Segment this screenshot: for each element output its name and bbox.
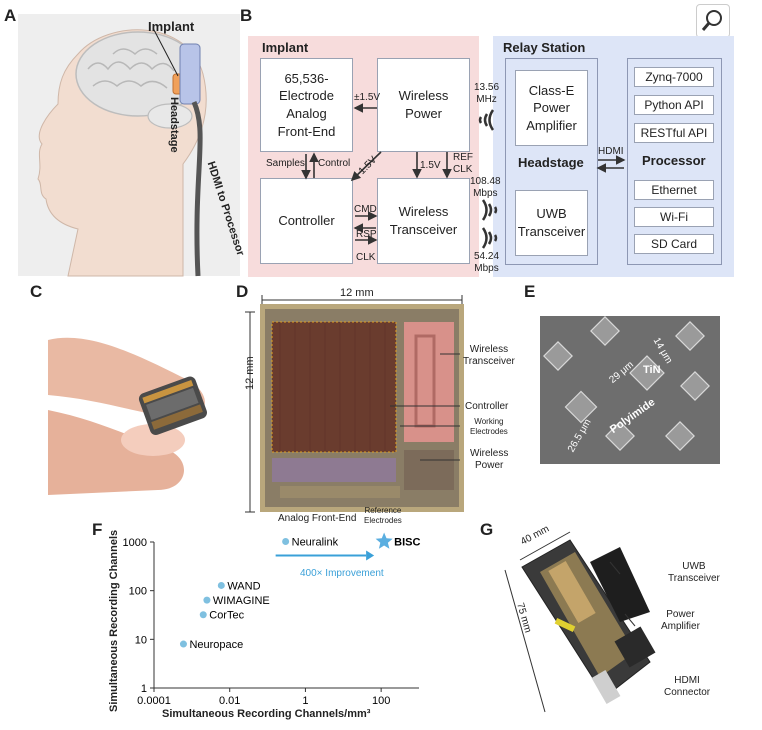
control-label: Control (318, 158, 351, 169)
point-label: BISC (394, 536, 420, 548)
chart-xlabel: Simultaneous Recording Channels/mm³ (162, 708, 371, 720)
chip-working-electrodes: Working Electrodes (470, 417, 508, 436)
proc-sd-card: SD Card (634, 234, 714, 254)
point-label: Neuralink (292, 536, 339, 548)
hdmi-arrows (596, 155, 626, 173)
improvement-arrowhead (366, 550, 375, 561)
downlink-rate: 54.24 Mbps (474, 251, 500, 274)
wireless-power-block: Wireless Power (377, 58, 470, 152)
chip-die-image (245, 295, 464, 513)
tin-label: TiN (643, 364, 661, 376)
chip-wireless-power: Wireless Power (470, 448, 509, 471)
chip-controller: Controller (465, 401, 509, 412)
proc-wifi: Wi-Fi (634, 207, 714, 227)
x-tick-label: 0.01 (219, 695, 240, 707)
implant-region-title: Implant (262, 40, 309, 55)
proc-python-api: Python API (634, 95, 714, 115)
x-tick-label: 1 (302, 695, 308, 707)
headstage-render (504, 531, 656, 713)
wireless-transceiver-block: Wireless Transceiver (377, 178, 470, 264)
v15-transceiver: 1.5V (420, 160, 441, 171)
freq-label: 13.56 MHz (474, 82, 500, 105)
panel-f-letter: F (92, 520, 103, 539)
x-tick-label: 100 (372, 695, 390, 707)
chip-reference-electrodes: Reference Electrodes (364, 506, 402, 525)
afe-block: 65,536- Electrode Analog Front-End (260, 58, 353, 152)
y-tick-label: 1 (141, 683, 147, 695)
samples-label: Samples (266, 158, 305, 169)
point-label: Neuropace (189, 639, 243, 651)
head-illustration (18, 14, 240, 277)
class-e-block: Class-E Power Amplifier (515, 70, 588, 146)
x-tick-label: 0.0001 (137, 695, 171, 707)
chart-ylabel: Simultaneous Recording Channels (108, 529, 120, 712)
wireless-waves-icon (478, 109, 498, 249)
zoom-icon[interactable] (696, 4, 730, 38)
proc-zynq: Zynq-7000 (634, 67, 714, 87)
improvement-label: 400× Improvement (300, 568, 384, 579)
panel-d-letter: D (236, 282, 249, 301)
data-point (203, 596, 211, 604)
g-pa-label: Power Amplifier (661, 609, 700, 632)
data-point (179, 640, 187, 648)
chip-height-label: 12 mm (244, 356, 256, 390)
clk-label: CLK (356, 252, 376, 263)
chip-afe: Analog Front-End (278, 513, 357, 524)
proc-ethernet: Ethernet (634, 180, 714, 200)
panel-c-letter: C (30, 282, 43, 301)
panel-a-letter: A (4, 6, 17, 25)
processor-block (627, 58, 722, 265)
processor-title: Processor (642, 153, 706, 168)
chip-leaders (390, 353, 460, 461)
uplink-rate: 108.48 Mbps (470, 176, 501, 199)
rsp-label: RSP (356, 229, 377, 240)
point-label: WIMAGINE (213, 595, 270, 607)
implant-label: Implant (148, 19, 195, 34)
panel-b-letter: B (240, 6, 253, 25)
point-label: CorTec (209, 610, 244, 622)
uwb-block: UWB Transceiver (515, 190, 588, 256)
headstage-block (505, 58, 598, 265)
g-uwb-label: UWB Transceiver (668, 561, 720, 584)
data-point (199, 611, 207, 619)
ref-clk-label: REF CLK (453, 152, 473, 175)
panel-e-letter: E (524, 282, 536, 301)
controller-block: Controller (260, 178, 353, 264)
hdmi-label: HDMI (598, 146, 624, 157)
headstage-title: Headstage (518, 155, 584, 170)
v15-afe: ±1.5V (354, 92, 381, 103)
headstage-label: Headstage (168, 97, 180, 153)
data-point (217, 581, 225, 589)
relay-region-title: Relay Station (503, 40, 586, 55)
implant-arrows (301, 103, 452, 245)
sem-electrode-image (540, 316, 720, 464)
y-tick-label: 100 (129, 586, 147, 598)
proc-restful-api: RESTful API (634, 123, 714, 143)
chip-width-label: 12 mm (340, 287, 374, 299)
g-hdmi-label: HDMI Connector (664, 675, 711, 698)
point-label: WAND (227, 580, 260, 592)
chip-wireless-transceiver: Wireless Transceiver (463, 344, 515, 367)
cmd-label: CMD (354, 204, 377, 215)
bisc-star (375, 532, 393, 549)
finger-chip-photo (48, 300, 218, 495)
panel-g-letter: G (480, 520, 494, 539)
y-tick-label: 1000 (123, 537, 147, 549)
y-tick-label: 10 (135, 634, 147, 646)
data-point (282, 537, 290, 545)
